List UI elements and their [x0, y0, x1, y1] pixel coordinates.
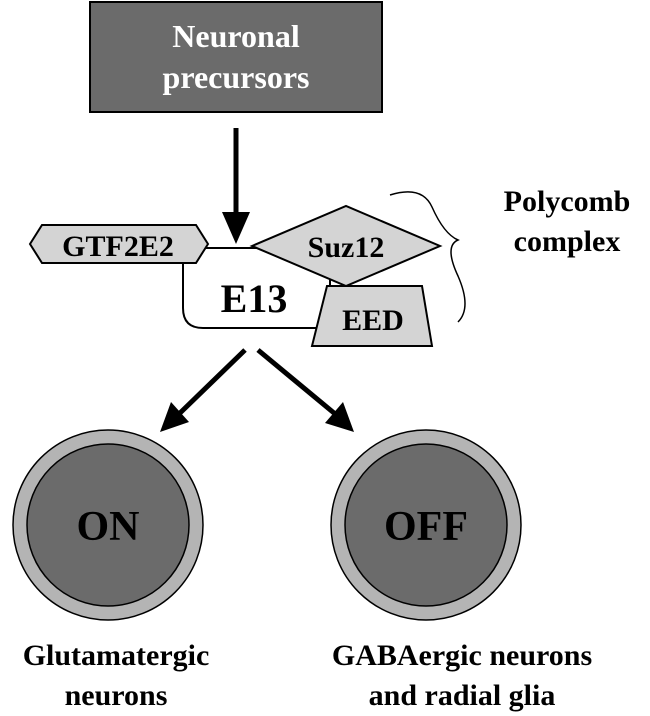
polycomb-label-line2: complex — [514, 225, 621, 258]
polycomb-brace — [389, 191, 466, 323]
off-caption-line2: and radial glia — [369, 679, 556, 712]
precursors-box-shape — [89, 1, 383, 113]
e13-shape — [182, 247, 331, 329]
off-inner-disc — [344, 443, 508, 607]
suz12-factor: Suz12 — [249, 204, 443, 288]
gtf2e2-factor: GTF2E2 — [28, 224, 210, 264]
e13-label: E13 — [221, 276, 288, 321]
on-caption-line2: neurons — [65, 679, 168, 712]
off-label: OFF — [384, 504, 468, 550]
on-label: ON — [77, 504, 140, 550]
gtf2e2-shape — [28, 224, 210, 264]
on-outcome: ON — [12, 429, 204, 621]
precursors-label-line2: precursors — [163, 59, 310, 95]
eed-factor: EED — [310, 285, 434, 347]
neuronal-precursors-box: Neuronal precursors — [89, 1, 383, 113]
gtf2e2-label: GTF2E2 — [62, 230, 174, 263]
off-caption: GABAergic neurons and radial glia — [332, 639, 592, 712]
polycomb-label-line1: Polycomb — [504, 185, 631, 218]
on-caption-line1: Glutamatergic — [23, 639, 210, 672]
e13-factor: E13 — [182, 247, 331, 329]
suz12-label: Suz12 — [308, 231, 385, 264]
eed-shape — [310, 285, 434, 347]
suz12-shape — [249, 204, 443, 288]
eed-label: EED — [342, 304, 404, 337]
off-caption-line1: GABAergic neurons — [332, 639, 592, 672]
arrow-e13-to-on — [160, 348, 247, 432]
precursors-label-line1: Neuronal — [172, 18, 300, 54]
polycomb-complex-label: Polycomb complex — [504, 185, 631, 258]
on-inner-disc — [26, 443, 190, 607]
on-caption: Glutamatergic neurons — [23, 639, 210, 712]
arrow-e13-to-off — [256, 348, 354, 432]
arrow-precursors-to-e13 — [222, 128, 250, 244]
off-outcome: OFF — [330, 429, 522, 621]
